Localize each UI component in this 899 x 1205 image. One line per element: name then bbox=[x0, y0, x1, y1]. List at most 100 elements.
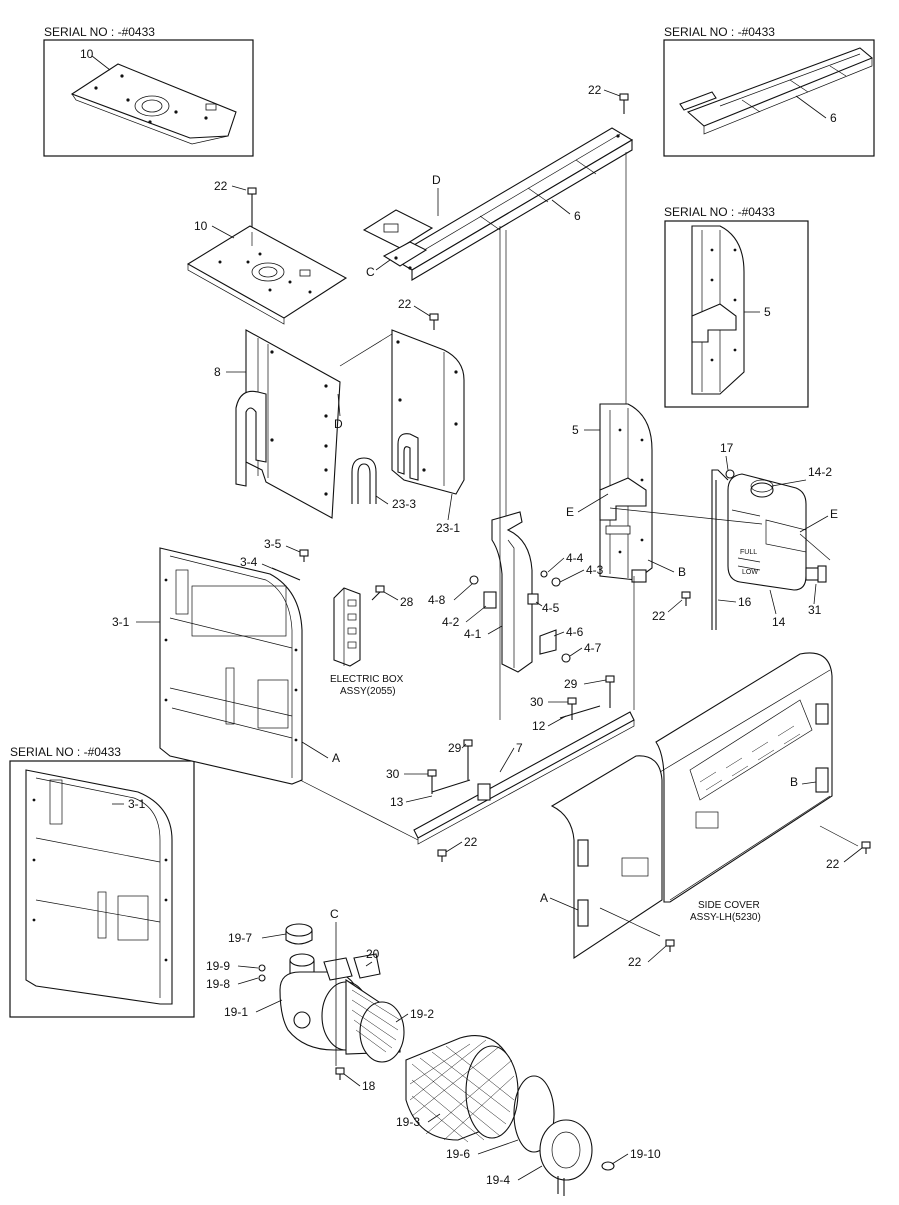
callout-D-top: D bbox=[432, 173, 441, 187]
callout-4-2: 4-2 bbox=[442, 615, 460, 629]
callout-4-4: 4-4 bbox=[566, 551, 584, 565]
callout-4-1: 4-1 bbox=[464, 627, 482, 641]
callout-19-7: 19-7 bbox=[228, 931, 252, 945]
callout-12: 12 bbox=[532, 719, 546, 733]
serial-frame-top-right bbox=[663, 39, 875, 157]
callout-16: 16 bbox=[738, 595, 752, 609]
callout-8: 8 bbox=[214, 365, 221, 379]
callout-19-6: 19-6 bbox=[446, 1147, 470, 1161]
callout-22-rail: 22 bbox=[464, 835, 478, 849]
caption-side-cover-2: ASSY-LH(5230) bbox=[690, 912, 761, 923]
callout-22-post: 22 bbox=[652, 609, 666, 623]
callout-E-tank: E bbox=[830, 507, 838, 521]
bolt-22-panel: 22 bbox=[398, 297, 439, 330]
callout-3-1-box: 3-1 bbox=[128, 797, 146, 811]
callout-B-post: B bbox=[678, 565, 686, 579]
electric-box: ELECTRIC BOX ASSY(2055) 28 bbox=[330, 585, 414, 697]
callout-5-box: 5 bbox=[764, 305, 771, 319]
callout-22-plate: 22 bbox=[214, 179, 228, 193]
serial-box-top-left: SERIAL NO : -#0433 10 bbox=[43, 25, 254, 157]
panel-23-1: 23-3 23-1 bbox=[351, 329, 465, 535]
callout-29-b: 29 bbox=[564, 677, 578, 691]
assembly-lines bbox=[251, 152, 859, 937]
bracket-4-1: 4-4 4-3 4-8 4-5 4-2 4-1 4-6 4-7 bbox=[428, 511, 604, 673]
u-bolt-23-3 bbox=[351, 457, 377, 504]
callout-19-1: 19-1 bbox=[224, 1005, 248, 1019]
callout-14-2: 14-2 bbox=[808, 465, 832, 479]
serial-label-bottom-left: SERIAL NO : -#0433 bbox=[10, 745, 121, 759]
mount-plate-10: 10 bbox=[186, 219, 348, 325]
rail-7: 29 29 30 30 12 13 7 22 bbox=[386, 675, 635, 862]
caption-electric-box-1: ELECTRIC BOX bbox=[330, 674, 404, 685]
tank-low-mark: LOW bbox=[742, 569, 758, 576]
callout-3-5: 3-5 bbox=[264, 537, 282, 551]
callout-23-3: 23-3 bbox=[392, 497, 416, 511]
callout-19-2: 19-2 bbox=[410, 1007, 434, 1021]
panel-3-1-variant bbox=[25, 769, 173, 1005]
callout-29-a: 29 bbox=[448, 741, 462, 755]
bolt-22-top: 22 bbox=[588, 83, 629, 114]
serial-frame-mid-right bbox=[664, 220, 809, 408]
callout-6: 6 bbox=[574, 209, 581, 223]
callout-C-filter: C bbox=[330, 907, 339, 921]
side-cover: SIDE COVER ASSY-LH(5230) A B 22 22 bbox=[540, 652, 871, 969]
callout-19-4: 19-4 bbox=[486, 1173, 510, 1187]
callout-13: 13 bbox=[390, 795, 404, 809]
callout-30-b: 30 bbox=[530, 695, 544, 709]
caption-side-cover-1: SIDE COVER bbox=[698, 900, 760, 911]
callout-6-box: 6 bbox=[830, 111, 837, 125]
serial-box-mid-right: SERIAL NO : -#0433 5 bbox=[664, 205, 809, 408]
callout-4-8: 4-8 bbox=[428, 593, 446, 607]
post-5: 5 E B bbox=[566, 403, 686, 583]
bolt-22-plate: 22 bbox=[214, 179, 257, 232]
callout-C-top: C bbox=[366, 265, 375, 279]
callout-22-side: 22 bbox=[628, 955, 642, 969]
callout-5: 5 bbox=[572, 423, 579, 437]
callout-E-post: E bbox=[566, 505, 574, 519]
callout-D-mid: D bbox=[334, 417, 343, 431]
callout-B-cover: B bbox=[790, 775, 798, 789]
side-cover-rear bbox=[655, 652, 833, 903]
top-rail-6: D C 6 bbox=[362, 127, 634, 281]
air-cleaner-assembly: 19-7 C 20 19-9 19-8 19-1 19-2 18 19-3 19… bbox=[206, 907, 661, 1196]
tank-full-mark: FULL bbox=[740, 549, 757, 556]
callout-14: 14 bbox=[772, 615, 786, 629]
callout-19-10: 19-10 bbox=[630, 1147, 661, 1161]
serial-label-mid-right: SERIAL NO : -#0433 bbox=[664, 205, 775, 219]
callout-10: 10 bbox=[194, 219, 208, 233]
bolt-22-post: 22 bbox=[652, 591, 691, 623]
serial-box-top-right: SERIAL NO : -#0433 6 bbox=[663, 25, 875, 157]
callout-17: 17 bbox=[720, 441, 734, 455]
serial-frame-bottom-left bbox=[9, 760, 195, 1018]
callout-4-3: 4-3 bbox=[586, 563, 604, 577]
serial-box-bottom-left: SERIAL NO : -#0433 3-1 bbox=[9, 745, 195, 1018]
callout-23-1: 23-1 bbox=[436, 521, 460, 535]
callout-31: 31 bbox=[808, 603, 822, 617]
callout-20: 20 bbox=[366, 947, 380, 961]
callout-7: 7 bbox=[516, 741, 523, 755]
callout-3-4: 3-4 bbox=[240, 555, 258, 569]
callout-4-7: 4-7 bbox=[584, 641, 602, 655]
serial-label-top-left: SERIAL NO : -#0433 bbox=[44, 25, 155, 39]
reservoir-tank-14: FULL LOW 17 14-2 E 14 16 31 bbox=[711, 441, 838, 630]
serial-label-top-right: SERIAL NO : -#0433 bbox=[664, 25, 775, 39]
caption-electric-box-2: ASSY(2055) bbox=[340, 686, 396, 697]
callout-19-8: 19-8 bbox=[206, 977, 230, 991]
callout-22-cover: 22 bbox=[826, 857, 840, 871]
bracket-8: 8 D bbox=[214, 329, 343, 519]
callout-A-cover: A bbox=[540, 891, 548, 905]
callout-10-box: 10 bbox=[80, 47, 94, 61]
panel-3-1: 3-1 A 3-5 3-4 bbox=[112, 537, 340, 785]
callout-28: 28 bbox=[400, 595, 414, 609]
serial-frame-top-left bbox=[43, 39, 254, 157]
callout-19-3: 19-3 bbox=[396, 1115, 420, 1129]
callout-18: 18 bbox=[362, 1079, 376, 1093]
callout-A-panel: A bbox=[332, 751, 340, 765]
callout-22-top: 22 bbox=[588, 83, 602, 97]
callout-19-9: 19-9 bbox=[206, 959, 230, 973]
callout-3-1: 3-1 bbox=[112, 615, 130, 629]
callout-30-a: 30 bbox=[386, 767, 400, 781]
callout-4-6: 4-6 bbox=[566, 625, 584, 639]
